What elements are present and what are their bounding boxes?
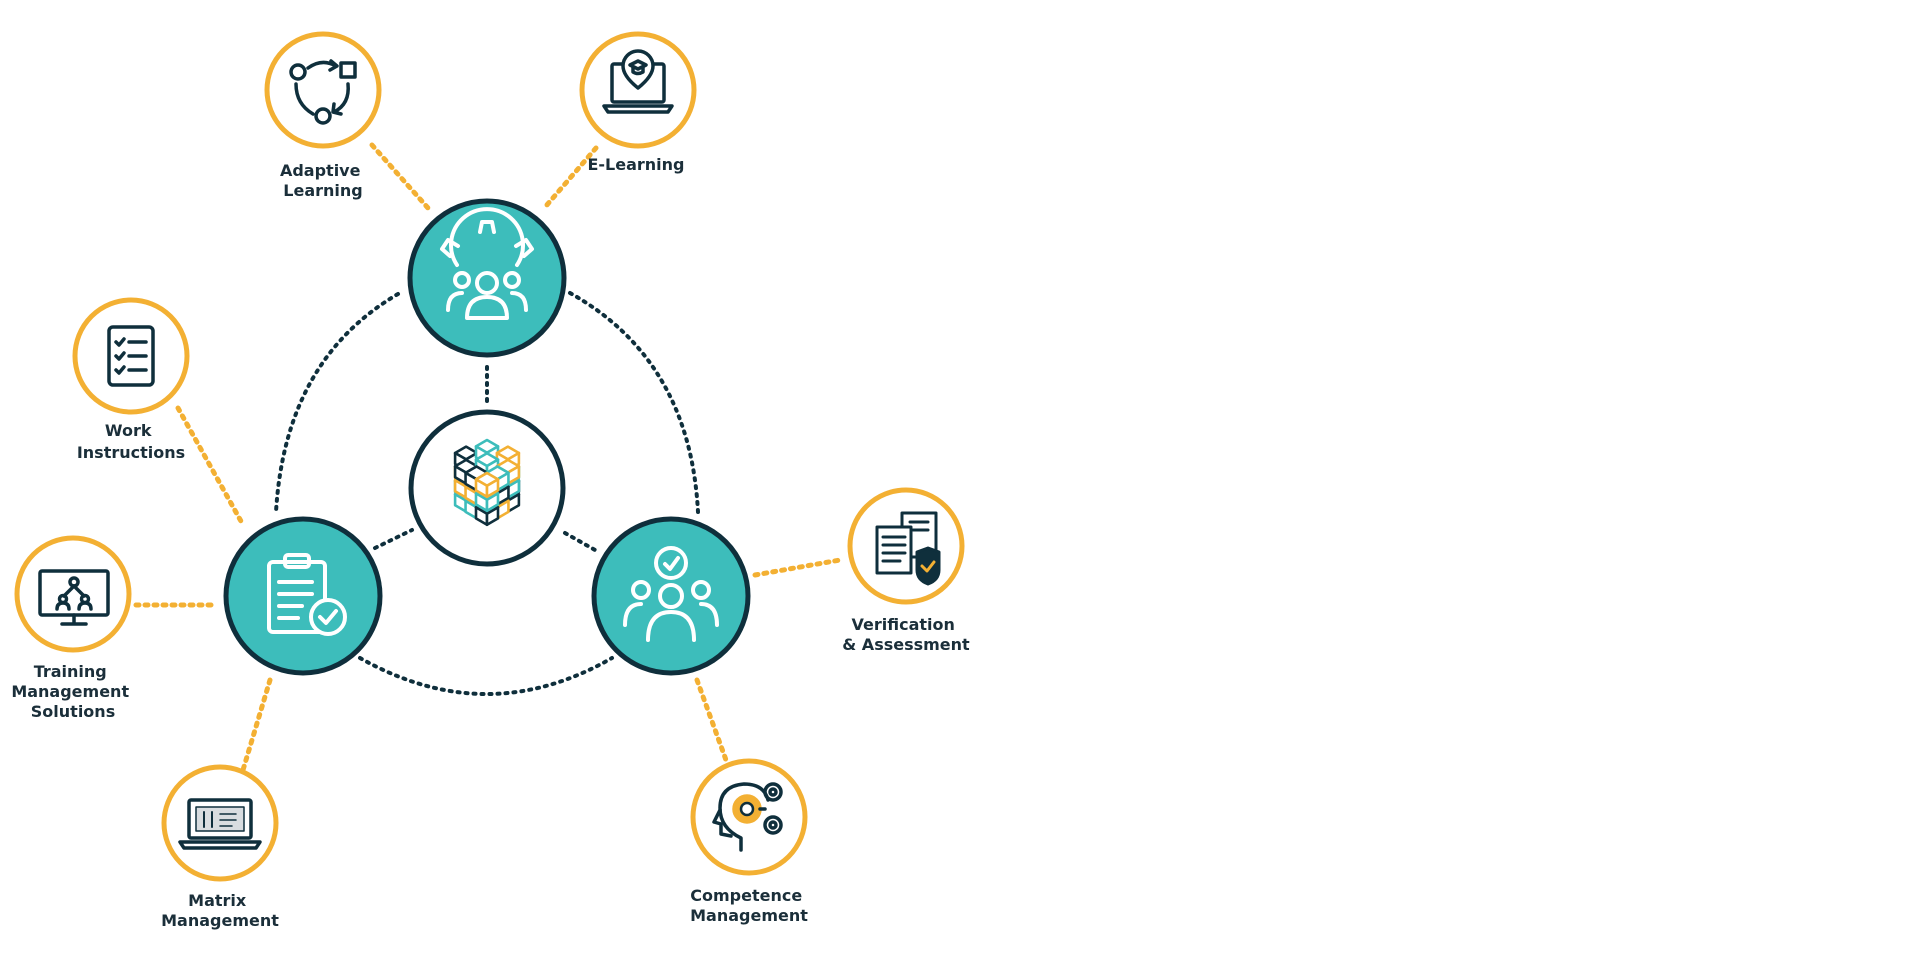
hub-right [591,516,751,676]
arc-bottom [358,656,614,696]
label-work-instructions: Work Instructions [77,421,185,462]
laptop-matrix-icon [178,798,262,850]
head-gears-icon [712,782,783,852]
hub-center [408,409,566,567]
team-check-icon [623,546,719,642]
satellite-training-management: Training Management Solutions [11,535,134,721]
satellite-e-learning: E-Learning [579,31,697,174]
documents-shield-icon [875,511,941,586]
monitor-network-icon [38,569,110,626]
label-adaptive-learning: Adaptive Learning [280,161,366,200]
spoke-verification [752,557,843,578]
label-training-management: Training Management Solutions [11,662,134,721]
spoke-adaptive-learning [369,142,431,211]
hub-connectors [274,291,700,696]
satellite-work-instructions: Work Instructions [72,297,190,462]
label-competence-management: Competence Management [690,886,808,925]
link-right-center [563,531,597,552]
clipboard-check-icon [267,553,347,636]
hub-left [223,516,383,676]
arc-top-right [568,291,700,514]
satellite-matrix-management: Matrix Management [161,764,279,930]
satellite-competence-management: Competence Management [690,758,808,925]
block-26 [474,471,500,499]
link-left-center [373,528,414,550]
laptop-graduation-icon [602,49,674,114]
label-verification-assessment: Verification & Assessment [842,615,970,654]
satellite-verification-assessment: Verification & Assessment [842,487,970,654]
spoke-work-instructions [175,405,245,526]
arc-top-left [274,292,400,514]
spoke-matrix-management [240,677,273,773]
cube-blocks-icon [453,438,521,527]
cycle-arrows-icon [289,59,357,125]
hub-top [407,198,567,358]
spoke-competence-management [694,677,729,763]
label-matrix-management: Matrix Management [161,891,279,930]
checklist-icon [107,325,155,387]
spoke-e-learning [543,145,599,209]
gear-people-icon [440,207,534,320]
satellite-adaptive-learning: Adaptive Learning [264,31,382,200]
label-e-learning: E-Learning [587,155,684,174]
satellite-connectors [133,142,843,773]
